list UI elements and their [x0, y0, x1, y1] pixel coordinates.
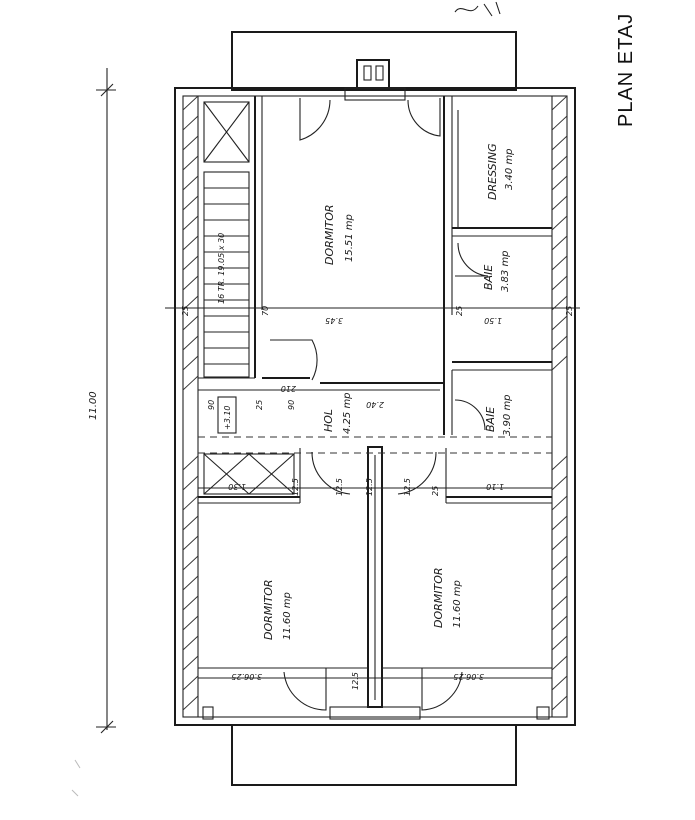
room-name-dormitor-top: DORMITOR [323, 204, 336, 265]
corner-scribble [454, 1, 501, 17]
balcony-top [231, 31, 517, 91]
room-area-hol: 4.25 mp [342, 392, 353, 434]
room-name-baie-top: BAIE [482, 265, 495, 290]
room-area-dormitor-top: 15.51 mp [344, 214, 355, 262]
wall-hatching [182, 95, 568, 711]
room-name-dormitor-left: DORMITOR [262, 579, 275, 640]
staircase [203, 101, 295, 495]
room-name-dormitor-right: DORMITOR [432, 567, 445, 628]
dim-top-3: 3.45 [325, 316, 343, 325]
overall-dimension-label: 11.00 [88, 391, 99, 420]
room-name-hol: HOL [322, 409, 335, 432]
pencil-marks [71, 759, 81, 797]
doors [270, 98, 489, 711]
interior-walls [198, 96, 552, 708]
dim-bottom-1: 3.06.25 [231, 672, 262, 681]
dim-top-6: 25 [565, 306, 574, 316]
dim-bottom-3: 3.06.25 [453, 672, 484, 681]
level-mark-box [217, 396, 237, 434]
room-area-baie-top: 3.83 mp [500, 250, 511, 292]
dim-mid-2: 12.5 [291, 478, 300, 496]
dim-bottom-2: 12.5 [351, 672, 360, 690]
dim-hall-2: 25 [255, 400, 264, 410]
room-area-dormitor-right: 11.60 mp [452, 580, 463, 628]
dim-mid-7: 1.10 [486, 482, 504, 491]
room-area-dormitor-left: 11.60 mp [282, 592, 293, 640]
level-mark: +3.10 [223, 405, 232, 430]
dim-hall-4: 90 [287, 400, 296, 410]
chimney [356, 59, 390, 89]
balcony-bottom [231, 724, 517, 786]
stair-label: 16 TR. 19.05 x 30 [217, 233, 226, 304]
dim-mid-5: 12.5 [403, 478, 412, 496]
overall-dimension-line [96, 68, 116, 734]
plan-title: PLAN ETAJ [615, 13, 637, 127]
dim-top-5: 1.50 [484, 316, 502, 325]
dim-mid-1: 1.30 [228, 482, 246, 491]
dim-hall-5: 2.40 [366, 400, 384, 409]
dim-hall-3: 210 [281, 384, 296, 393]
dim-top-2: 70 [261, 306, 270, 316]
room-name-dressing: DRESSING [486, 143, 499, 200]
windows [202, 87, 550, 720]
dim-mid-6: 25 [431, 486, 440, 496]
room-area-baie-hall: 3.90 mp [502, 394, 513, 436]
dim-mid-4: 12.5 [365, 478, 374, 496]
dim-top-1: 25 [181, 306, 190, 316]
dim-top-4: 25 [455, 306, 464, 316]
dim-hall-1: 90 [207, 400, 216, 410]
dim-mid-3: 12.5 [335, 478, 344, 496]
room-area-dressing: 3.40 mp [504, 148, 515, 190]
room-name-baie-hall: BAIE [484, 407, 497, 432]
